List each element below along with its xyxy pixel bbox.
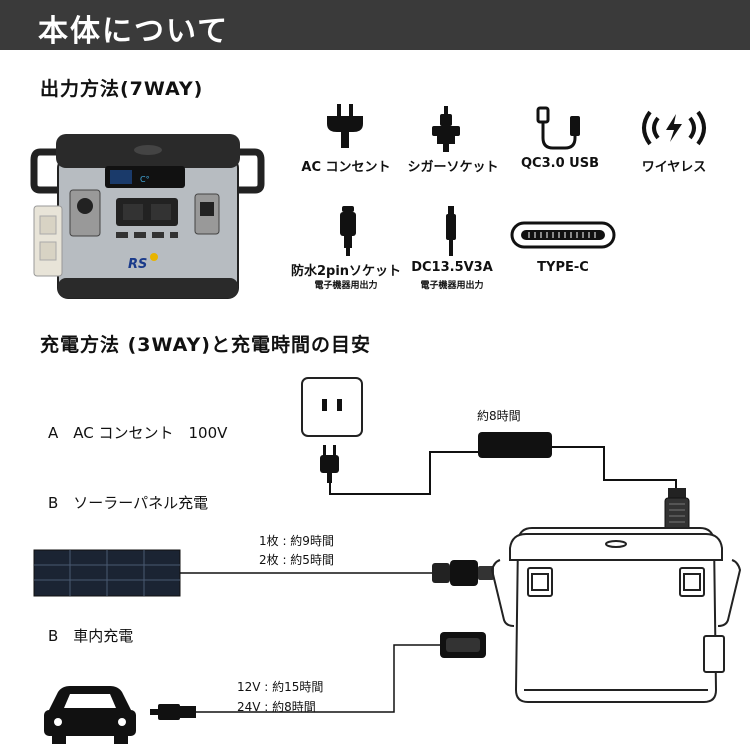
power-station-image: C° RS <box>30 134 265 299</box>
charging-b-car-time1: 12V : 約15時間 <box>237 680 324 694</box>
svg-text:C°: C° <box>140 175 150 184</box>
solar-panel-icon <box>33 549 181 597</box>
charging-b-car-label: B 車内充電 <box>48 627 134 645</box>
svg-text:RS: RS <box>128 257 147 272</box>
charging-b-solar-label: B ソーラーパネル充電 <box>48 494 209 512</box>
output-label-2pin: 防水2pinソケット <box>290 264 402 279</box>
output-label-dc: DC13.5V3A <box>411 260 493 275</box>
output-sub-2pin: 電子機器用出力 <box>314 281 378 291</box>
power-station-outline <box>490 527 742 703</box>
output-section-title: 出力方法(7WAY) <box>40 78 204 100</box>
charging-section-title: 充電方法 (3WAY)と充電時間の目安 <box>40 334 371 356</box>
output-sub-dc: 電子機器用出力 <box>420 281 484 291</box>
ac-plug-icon <box>327 104 363 148</box>
header-bar: 本体について <box>0 0 750 50</box>
wall-outlet-icon <box>301 377 363 437</box>
output-label-ac: AC コンセント <box>301 160 391 175</box>
page-title: 本体について <box>38 14 230 49</box>
charging-a-time: 約8時間 <box>477 409 521 423</box>
usb-cable-icon <box>536 106 580 150</box>
wireless-icon <box>642 110 706 146</box>
cigar-socket-icon <box>432 106 460 152</box>
charging-b-solar-time1: 1枚 : 約9時間 <box>259 534 334 548</box>
output-label-cigar: シガーソケット <box>407 160 499 175</box>
solar-connector-icon <box>432 560 494 586</box>
waterproof-2pin-icon <box>340 206 356 256</box>
charging-b-solar-time2: 2枚 : 約5時間 <box>259 553 334 567</box>
ac-adapter-icon <box>478 432 552 458</box>
dc-plug-icon <box>446 206 456 256</box>
car-connector-icon <box>440 632 486 658</box>
charging-a-label: A AC コンセント 100V <box>48 424 228 442</box>
ac-plug-cable-icon <box>320 445 339 483</box>
cigarette-plug-icon <box>150 704 196 720</box>
charging-b-car-time2: 24V : 約8時間 <box>237 700 316 714</box>
type-c-port-icon <box>510 221 616 249</box>
output-label-typec: TYPE-C <box>537 260 589 275</box>
output-label-usb: QC3.0 USB <box>521 156 599 171</box>
car-icon <box>44 686 136 744</box>
output-label-wireless: ワイヤレス <box>641 160 707 175</box>
